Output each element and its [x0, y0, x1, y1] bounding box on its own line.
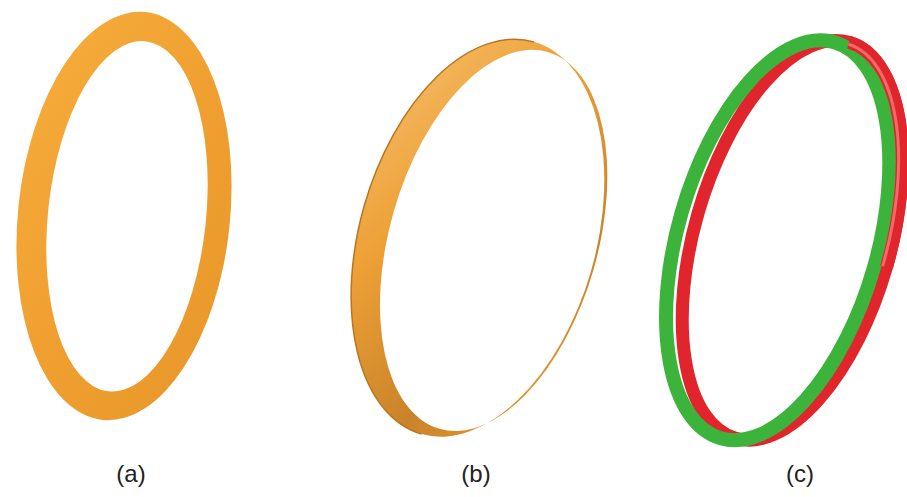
red-band-over: [792, 42, 907, 267]
red-band-highlight: [792, 44, 907, 266]
panel-label: (c): [786, 461, 814, 487]
twisted-band-edge: [308, 9, 534, 434]
panel-label: (a): [116, 461, 145, 487]
twisted-band: [308, 9, 649, 467]
panel-label: (b): [461, 461, 490, 487]
flat-ring-band: [0, 1, 251, 431]
twisted-band-surface: [308, 9, 649, 467]
green-band: [625, 15, 907, 466]
split-bands: [625, 11, 907, 469]
flat-ring: [0, 1, 251, 431]
